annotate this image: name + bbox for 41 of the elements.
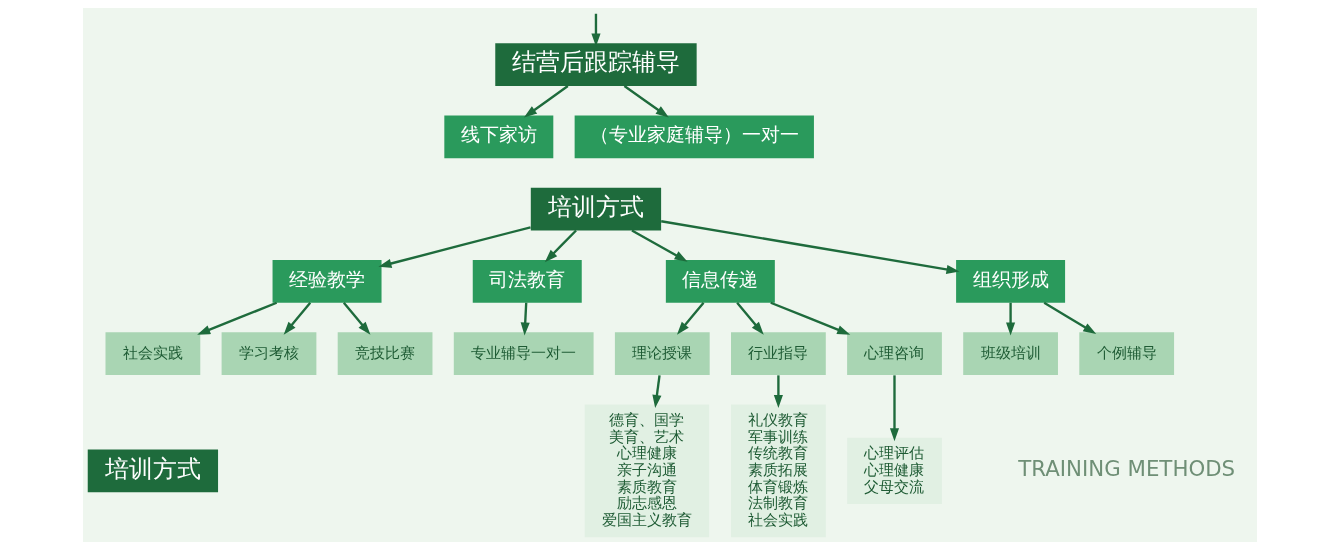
node-box: 心理评估 心理健康 父母交流 (847, 437, 942, 505)
arrow (676, 302, 705, 335)
node-box: 德育、国学 美育、艺术 心理健康 亲子沟通 素质教育 励志感恩 爱国主义教育 (584, 404, 710, 538)
node-box: （专业家庭辅导）一对一 (574, 115, 814, 159)
arrow (520, 302, 530, 336)
arrow (889, 375, 900, 442)
arrow (661, 220, 960, 274)
node-box: 结营后跟踪辅导 (495, 43, 697, 86)
node-box: 竞技比赛 (337, 332, 433, 375)
node-box: 行业指导 (731, 332, 826, 375)
node-box: 司法教育 (472, 260, 582, 303)
arrow (283, 302, 312, 335)
node-box: 线下家访 (444, 115, 554, 159)
node-box: 经验教学 (272, 260, 382, 303)
arrow (197, 301, 278, 335)
arrow (736, 302, 764, 335)
node-box: 社会实践 (105, 332, 201, 375)
arrow (1043, 301, 1097, 335)
arrow (544, 229, 577, 263)
arrow (523, 85, 569, 118)
node-box: 学习考核 (221, 332, 317, 375)
node-box: 心理咨询 (847, 332, 942, 375)
node-box: 礼仪教育 军事训练 传统教育 素质拓展 体育锻炼 法制教育 社会实践 (731, 404, 826, 538)
node-box: 专业辅导一对一 (453, 332, 594, 375)
node-box: 组织形成 (956, 260, 1066, 303)
arrow (342, 302, 371, 335)
arrow (770, 301, 851, 335)
node-box: 信息传递 (665, 260, 775, 303)
node-box: 班级培训 (963, 332, 1058, 375)
arrow (378, 226, 531, 268)
node-box: 个例辅导 (1079, 332, 1175, 375)
label: TRAINING METHODS (1018, 456, 1236, 482)
node-box: 理论授课 (614, 332, 710, 375)
arrow (652, 375, 662, 409)
arrow (623, 85, 669, 118)
arrow (591, 13, 601, 47)
arrow (1006, 302, 1016, 336)
arrow (631, 229, 688, 262)
arrow (773, 375, 783, 409)
node-box: 培训方式 (87, 449, 219, 493)
node-box: 培训方式 (530, 187, 662, 231)
